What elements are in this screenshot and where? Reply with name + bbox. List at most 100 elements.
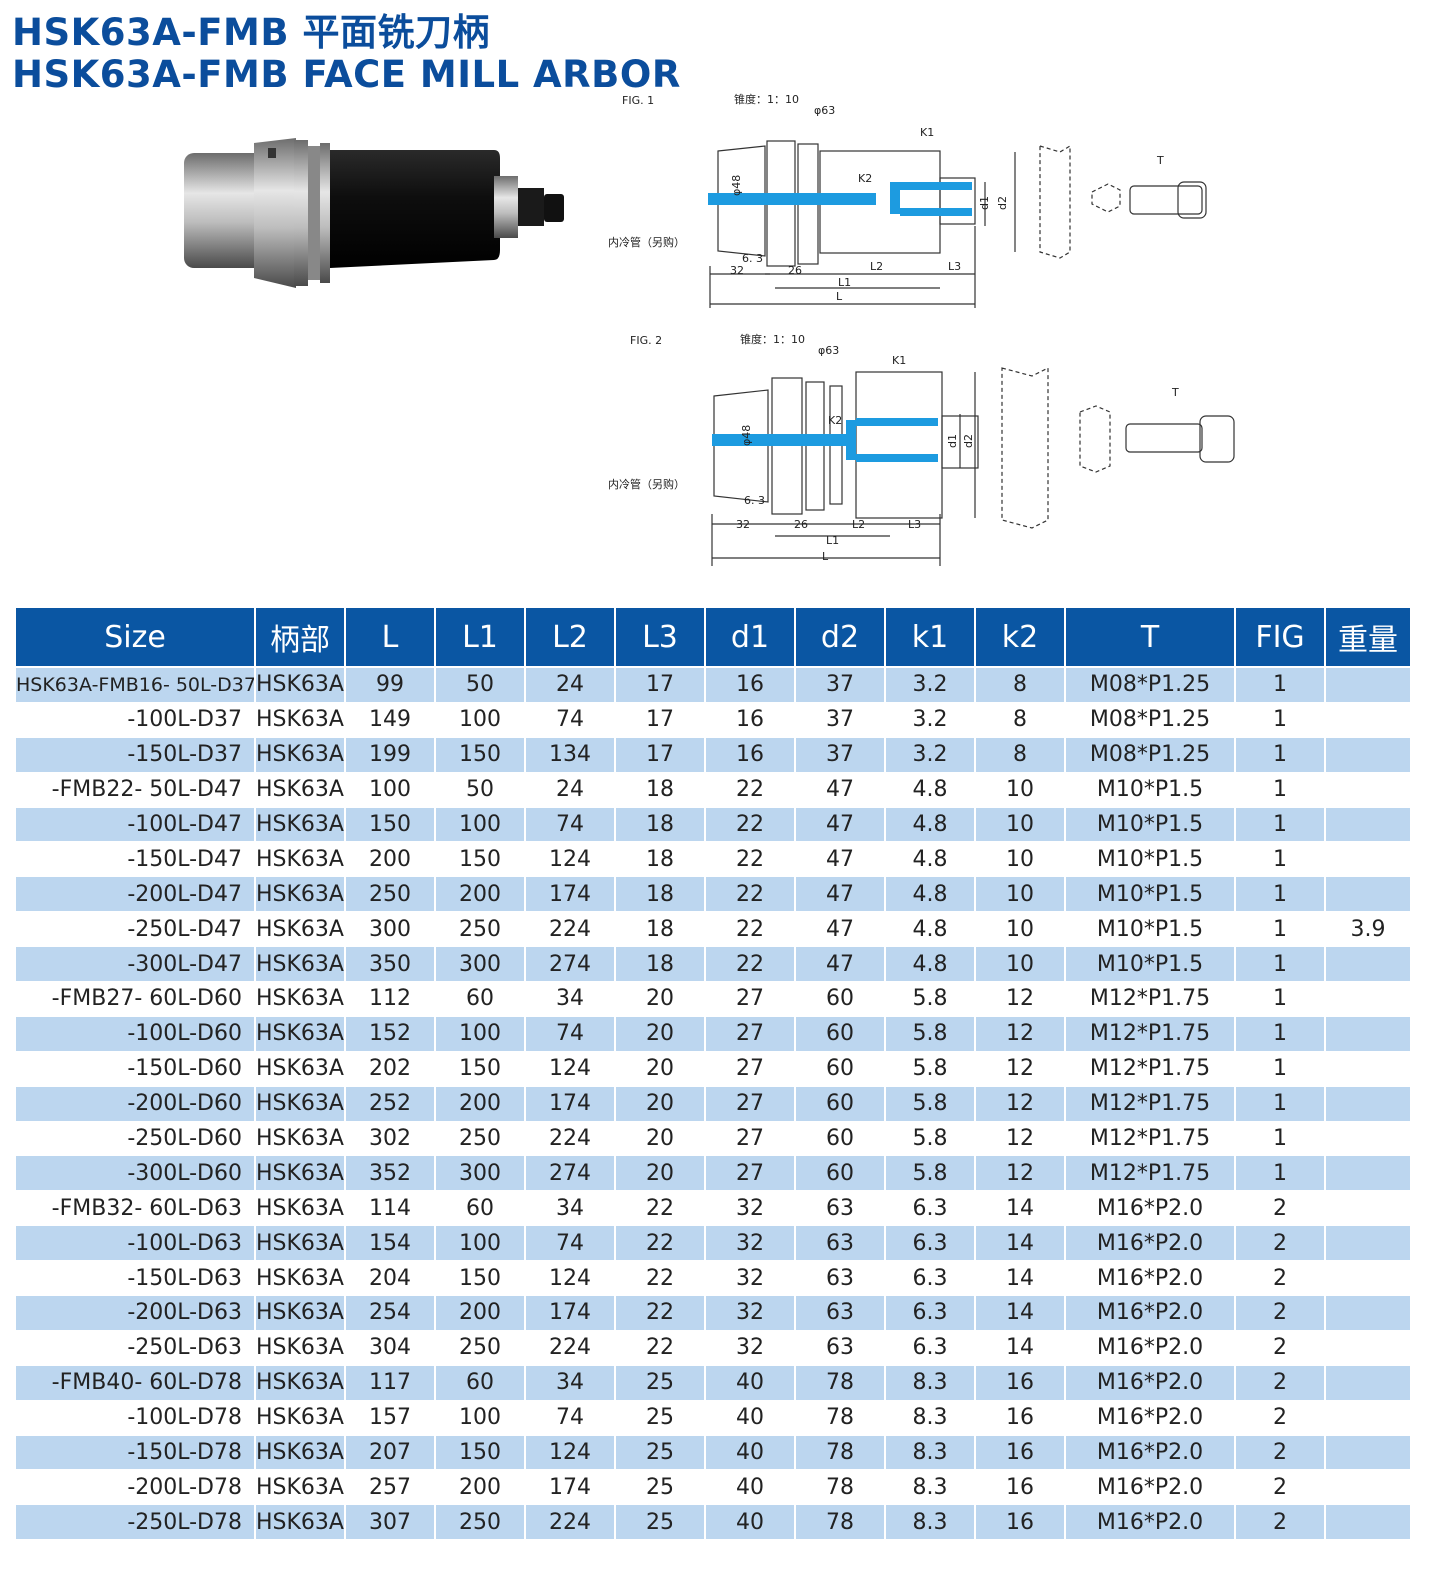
cell-d2: 60 — [794, 1120, 886, 1157]
fig2-dim-26: 26 — [794, 518, 808, 531]
cell-shank: HSK63A — [254, 981, 346, 1017]
cell-L: 152 — [344, 1015, 436, 1052]
cell-L3: 20 — [614, 1050, 706, 1087]
cell-size: -150L-D37 — [14, 736, 256, 773]
cell-d1: 27 — [704, 1120, 796, 1157]
fig1-dim-K2: K2 — [858, 172, 872, 185]
cell-shank: HSK63A — [254, 1225, 346, 1262]
cell-k2: 8 — [974, 701, 1066, 738]
cell-shank: HSK63A — [254, 1085, 346, 1122]
cell-k2: 14 — [974, 1190, 1066, 1227]
cell-fig: 1 — [1234, 946, 1326, 983]
cell-L3: 18 — [614, 911, 706, 948]
cell-L: 150 — [344, 806, 436, 843]
cell-size: -250L-D47 — [14, 911, 256, 948]
cell-d1: 22 — [704, 771, 796, 808]
cell-L: 250 — [344, 876, 436, 913]
cell-shank: HSK63A — [254, 701, 346, 738]
cell-d1: 40 — [704, 1364, 796, 1401]
cell-L3: 25 — [614, 1364, 706, 1401]
cell-fig: 2 — [1234, 1364, 1326, 1401]
cell-shank: HSK63A — [254, 806, 346, 843]
page-title-english: HSK63A-FMB FACE MILL ARBOR — [12, 53, 681, 96]
cell-L2: 74 — [524, 1399, 616, 1436]
cell-T: M12*P1.75 — [1064, 1155, 1236, 1192]
cell-d2: 60 — [794, 1050, 886, 1087]
cell-fig: 1 — [1234, 771, 1326, 808]
cell-size: HSK63A-FMB16- 50L-D37 — [14, 666, 256, 703]
cell-L1: 200 — [434, 1469, 526, 1506]
fig1-coolant-label: 内冷管（另购） — [608, 235, 685, 249]
cell-k1: 3.2 — [884, 666, 976, 703]
cell-L2: 74 — [524, 701, 616, 738]
fig2-taper-label: 锥度：1：10 — [740, 332, 805, 346]
cell-weight — [1324, 1085, 1412, 1122]
cell-weight — [1324, 1399, 1412, 1436]
cell-k2: 12 — [974, 1015, 1066, 1052]
cell-weight — [1324, 981, 1412, 1017]
cell-k2: 12 — [974, 981, 1066, 1017]
cell-k1: 6.3 — [884, 1225, 976, 1262]
cell-L: 257 — [344, 1469, 436, 1506]
cell-L2: 74 — [524, 806, 616, 843]
cell-k1: 3.2 — [884, 701, 976, 738]
cell-fig: 2 — [1234, 1329, 1326, 1366]
cell-weight — [1324, 806, 1412, 843]
cell-L1: 50 — [434, 771, 526, 808]
cell-d1: 40 — [704, 1399, 796, 1436]
fig1-dim-K1: K1 — [920, 126, 934, 139]
cell-fig: 1 — [1234, 841, 1326, 878]
cell-k1: 8.3 — [884, 1364, 976, 1401]
cell-L2: 124 — [524, 1260, 616, 1297]
cell-weight — [1324, 1295, 1412, 1331]
cell-k1: 4.8 — [884, 806, 976, 843]
header-T: T — [1064, 606, 1236, 668]
cell-k2: 12 — [974, 1085, 1066, 1122]
cell-L: 207 — [344, 1434, 436, 1471]
cell-T: M12*P1.75 — [1064, 981, 1236, 1017]
cell-k1: 3.2 — [884, 736, 976, 773]
cell-fig: 1 — [1234, 1015, 1326, 1052]
cell-k2: 10 — [974, 806, 1066, 843]
cell-k2: 16 — [974, 1469, 1066, 1506]
cell-T: M16*P2.0 — [1064, 1504, 1236, 1541]
cell-weight — [1324, 1260, 1412, 1297]
fig1-taper-label: 锥度：1：10 — [734, 92, 799, 106]
fig1-dim-T: T — [1156, 154, 1164, 167]
cell-L2: 224 — [524, 1329, 616, 1366]
cell-fig: 2 — [1234, 1469, 1326, 1506]
cell-fig: 2 — [1234, 1399, 1326, 1436]
cell-L2: 224 — [524, 1120, 616, 1157]
cell-L1: 300 — [434, 946, 526, 983]
cell-shank: HSK63A — [254, 911, 346, 948]
cell-d2: 60 — [794, 1015, 886, 1052]
cell-L1: 150 — [434, 1434, 526, 1471]
cell-fig: 2 — [1234, 1260, 1326, 1297]
fig2-dim-32: 32 — [736, 518, 750, 531]
fig2-coolant-label: 内冷管（另购） — [608, 477, 685, 491]
cell-d1: 16 — [704, 701, 796, 738]
cell-L: 352 — [344, 1155, 436, 1192]
cell-T: M12*P1.75 — [1064, 1050, 1236, 1087]
cell-d1: 32 — [704, 1329, 796, 1366]
cell-k1: 4.8 — [884, 771, 976, 808]
cell-weight — [1324, 1504, 1412, 1541]
cell-d2: 60 — [794, 1155, 886, 1192]
cell-size: -150L-D60 — [14, 1050, 256, 1087]
header-d2: d2 — [794, 606, 886, 668]
cell-shank: HSK63A — [254, 736, 346, 773]
cell-d1: 22 — [704, 876, 796, 913]
cell-L1: 250 — [434, 1504, 526, 1541]
cell-weight — [1324, 666, 1412, 703]
cell-d2: 78 — [794, 1399, 886, 1436]
cell-L3: 22 — [614, 1260, 706, 1297]
cell-T: M10*P1.5 — [1064, 876, 1236, 913]
cell-fig: 1 — [1234, 1050, 1326, 1087]
cell-L2: 34 — [524, 981, 616, 1017]
cell-L1: 60 — [434, 981, 526, 1017]
cell-weight — [1324, 701, 1412, 738]
